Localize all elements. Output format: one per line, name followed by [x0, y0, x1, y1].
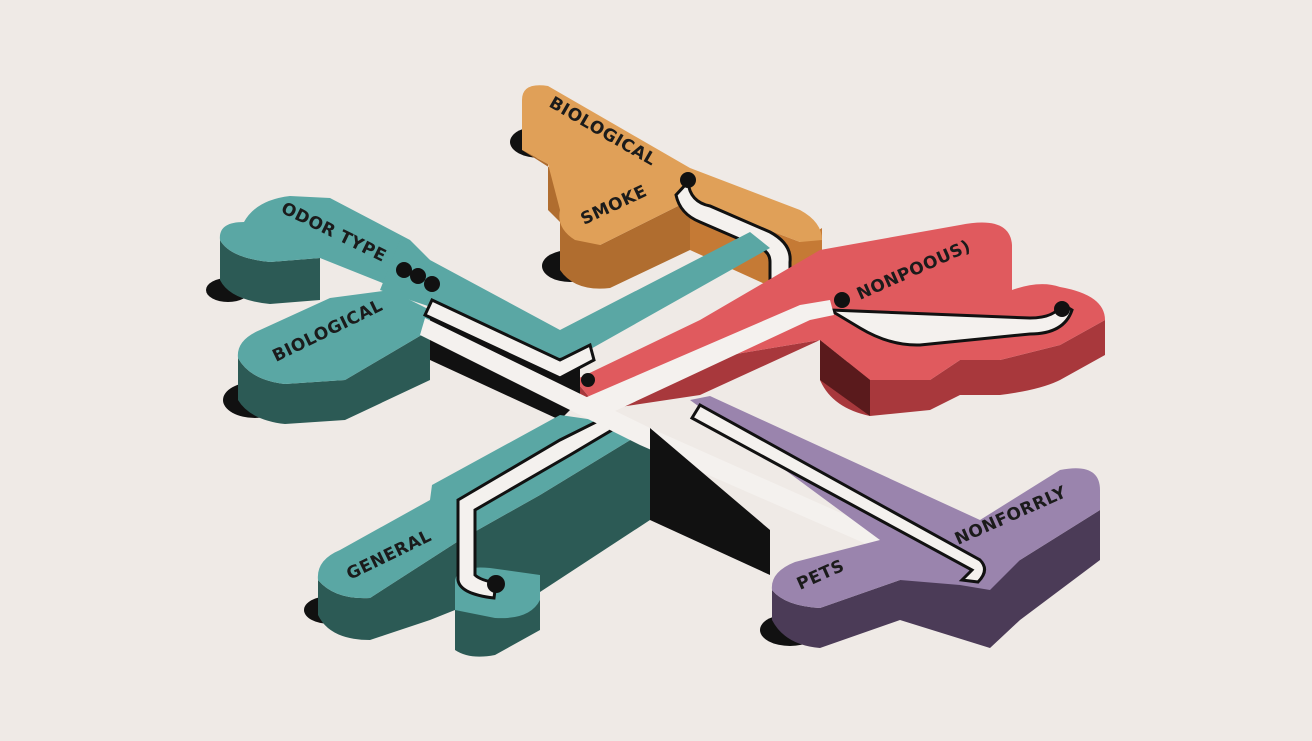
teal-connector-dot-upper-2 — [410, 268, 426, 284]
teal-left-top — [237, 290, 430, 384]
orange-side-face — [522, 100, 690, 289]
teal-upper-top — [219, 196, 430, 290]
teal-connector-dot-upper-3 — [424, 276, 440, 292]
center-crossing — [420, 300, 985, 590]
teal-bottom-top — [317, 415, 650, 599]
teal-bottom-side — [318, 428, 650, 657]
red-connector-dot-mid — [834, 292, 850, 308]
red-channel — [829, 301, 1074, 347]
orange-connector-dot — [680, 172, 696, 188]
teal-upper-side — [220, 240, 320, 304]
red-inner-side — [820, 340, 870, 416]
red-connector-dot-center — [581, 373, 595, 387]
teal-channel-upper — [423, 298, 596, 380]
teal-connector-dot-bottom — [487, 575, 505, 593]
center-deep-shadow — [650, 428, 770, 575]
purple-top-face — [690, 396, 1100, 608]
teal-arm-top — [380, 232, 770, 360]
teal-left-side — [238, 330, 430, 424]
orange-branch: BIOLOGICAL SMOKE — [510, 85, 822, 302]
purple-branch: PETS NONFORRLY — [689, 396, 1100, 648]
red-branch: NONPOOUS) — [575, 222, 1105, 416]
red-connector-dot-right — [1054, 301, 1070, 317]
purple-channel — [689, 402, 986, 584]
center-channel-diagonal — [420, 318, 985, 590]
teal-branch: ODOR TYPE BIOLOGICAL GENERAL — [206, 196, 770, 657]
orange-top-face — [522, 85, 822, 245]
center-channel-cross — [580, 300, 834, 418]
teal-connector-dot-upper-1 — [396, 262, 412, 278]
